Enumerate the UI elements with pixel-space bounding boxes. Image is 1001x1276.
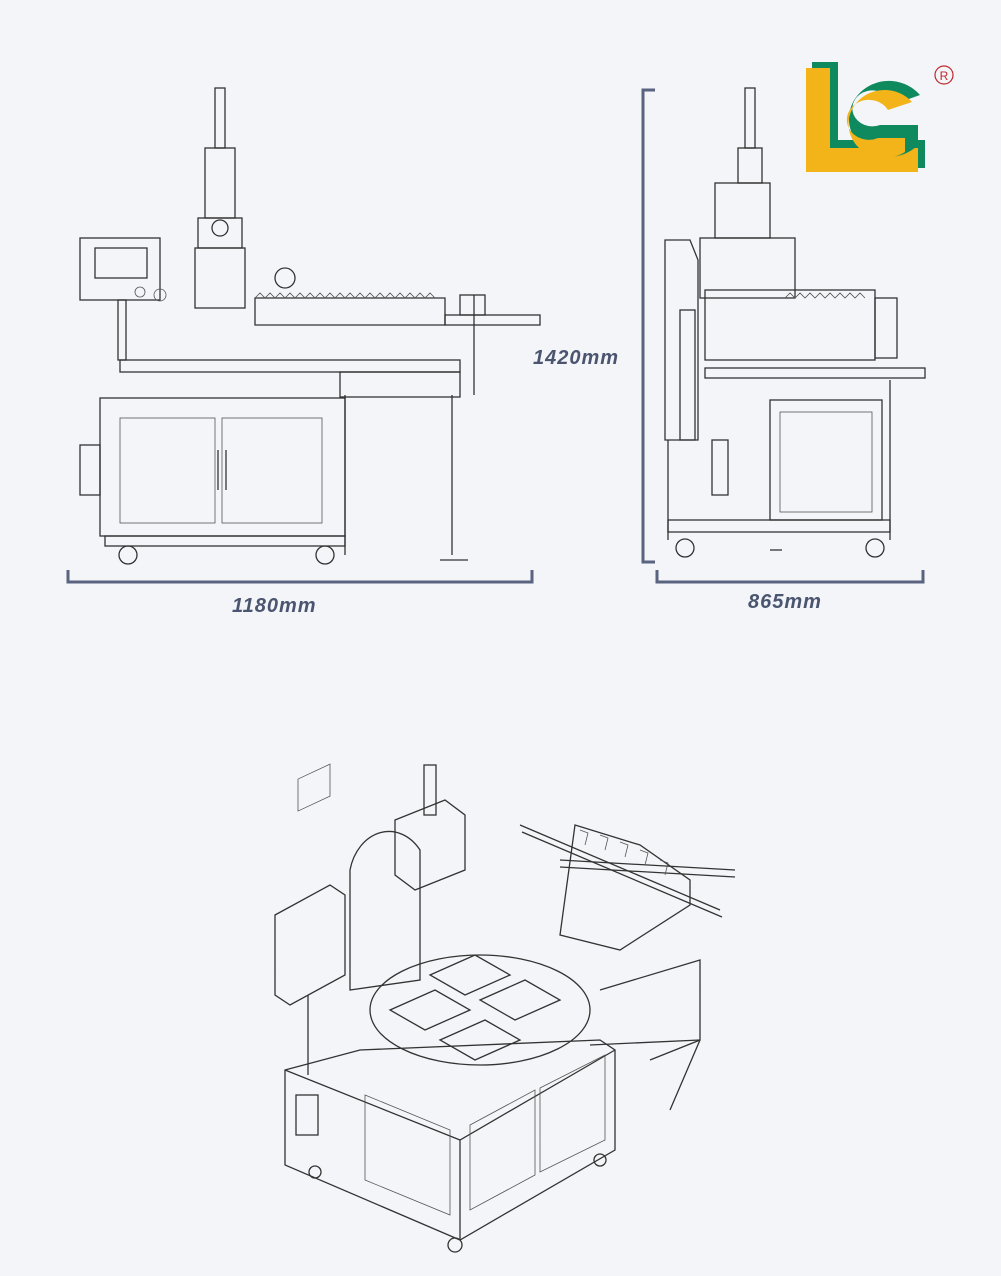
front-width-dimension-line xyxy=(66,570,534,584)
isometric-view-drawing xyxy=(274,763,736,1253)
side-depth-label: 865mm xyxy=(748,591,822,613)
front-view-drawing xyxy=(79,87,541,565)
svg-text:R: R xyxy=(940,69,949,83)
side-view-drawing xyxy=(664,87,926,558)
side-depth-dimension-line xyxy=(655,570,925,584)
front-width-label: 1180mm xyxy=(232,595,317,617)
height-label: 1420mm xyxy=(533,347,620,369)
height-dimension-line xyxy=(641,88,655,564)
company-logo: R xyxy=(806,62,954,172)
